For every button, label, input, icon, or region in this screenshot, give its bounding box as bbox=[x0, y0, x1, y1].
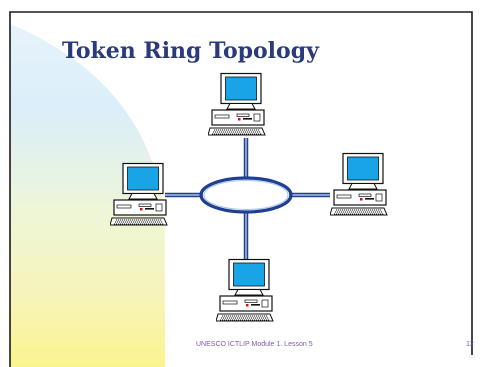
token-ring bbox=[199, 176, 293, 214]
computer-right-icon bbox=[330, 152, 388, 216]
decorative-curve bbox=[10, 24, 165, 367]
computer-left-icon bbox=[110, 162, 168, 226]
computer-bottom-icon bbox=[216, 258, 274, 322]
computer-top-icon bbox=[208, 72, 266, 136]
slide-footer: UNESCO ICTLIP Module 1. Lesson 5 bbox=[196, 341, 313, 348]
slide-frame bbox=[9, 11, 473, 367]
page-number: 12 bbox=[466, 341, 474, 348]
slide-title: Token Ring Topology bbox=[62, 38, 319, 64]
